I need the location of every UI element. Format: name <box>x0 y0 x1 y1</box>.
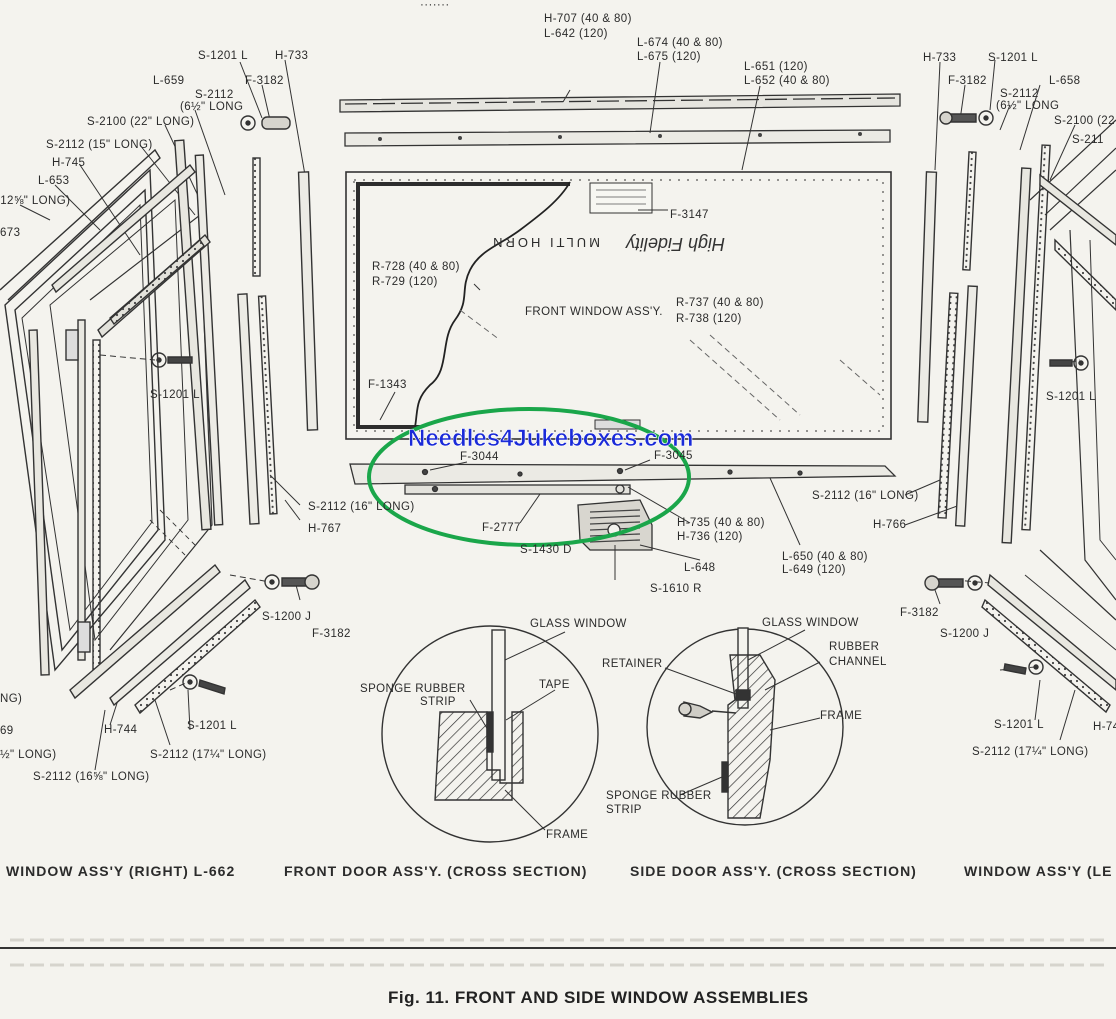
label-l649: L-649 (120) <box>782 564 846 576</box>
label-left-l659: L-659 <box>153 75 184 87</box>
top-hinge-rail <box>339 93 901 147</box>
label-left-s1200j: S-1200 J <box>262 611 311 623</box>
label-front-tape: TAPE <box>539 679 570 691</box>
label-s1610r: S-1610 R <box>650 583 702 595</box>
caption-side-section: SIDE DOOR ASS'Y. (CROSS SECTION) <box>630 863 917 879</box>
side-section-detail <box>646 627 844 826</box>
label-f3045: F-3045 <box>654 450 693 462</box>
label-right-s2100: S-2100 (22 <box>1054 115 1115 127</box>
label-right-h733: H-733 <box>923 52 956 64</box>
label-front-glass: GLASS WINDOW <box>530 618 627 630</box>
label-right-l658: L-658 <box>1049 75 1080 87</box>
label-left-h733: H-733 <box>275 50 308 62</box>
label-r728: R-728 (40 & 80) <box>372 261 460 273</box>
label-l651: L-651 (120) <box>744 61 808 73</box>
label-left-len12: (12⅝" LONG) <box>0 195 70 207</box>
label-right-s2112-16: S-2112 (16" LONG) <box>812 490 919 502</box>
label-left-f3182-bot: F-3182 <box>312 628 351 640</box>
label-left-s2112a-len: (6½" LONG <box>180 101 243 113</box>
label-left-h767: H-767 <box>308 523 341 535</box>
label-l652: L-652 (40 & 80) <box>744 75 830 87</box>
label-right-h766: H-766 <box>873 519 906 531</box>
label-f2777: F-2777 <box>482 522 521 534</box>
caption-front-section: FRONT DOOR ASS'Y. (CROSS SECTION) <box>284 863 587 879</box>
label-right-s1200j: S-1200 J <box>940 628 989 640</box>
label-right-h74: H-74 <box>1093 721 1116 733</box>
label-l675: L-675 (120) <box>637 51 701 63</box>
label-h735: H-735 (40 & 80) <box>677 517 765 529</box>
label-side-strip: STRIP <box>606 804 642 816</box>
label-l674: L-674 (40 & 80) <box>637 37 723 49</box>
label-l642: L-642 (120) <box>544 28 608 40</box>
label-l650: L-650 (40 & 80) <box>782 551 868 563</box>
label-right-s2112a: S-2112 <box>1000 88 1039 100</box>
label-left-h744: H-744 <box>104 724 138 736</box>
label-s1430d: S-1430 D <box>520 544 572 556</box>
label-left-h745: H-745 <box>52 157 85 169</box>
label-left-s2112-15: S-2112 (15" LONG) <box>46 139 153 151</box>
label-right-s1201l-bot: S-1201 L <box>994 719 1044 731</box>
label-left-s2112-16: S-2112 (16" LONG) <box>308 501 415 513</box>
label-left-673: 673 <box>0 227 20 239</box>
label-r738: R-738 (120) <box>676 313 742 325</box>
label-left-l653: L-653 <box>38 175 69 187</box>
front-section-detail <box>381 625 599 843</box>
right-window-assembly <box>917 110 1116 714</box>
watermark-text: Needles4Jukeboxes.com <box>408 425 693 452</box>
label-left-s2112a: S-2112 <box>195 89 234 101</box>
label-f1343: F-1343 <box>368 379 407 391</box>
caption-right-assy: WINDOW ASS'Y (LE <box>964 863 1112 879</box>
label-l648: L-648 <box>684 562 715 574</box>
label-left-s2112-16b: S-2112 (16⅝" LONG) <box>33 771 150 783</box>
label-right-f3182-top: F-3182 <box>948 75 987 87</box>
plate-script: High Fidelity <box>625 234 725 254</box>
section-leaders <box>469 629 821 831</box>
label-side-glass: GLASS WINDOW <box>762 617 859 629</box>
label-h736: H-736 (120) <box>677 531 743 543</box>
bleed-through-text <box>10 938 1110 967</box>
watermark-ring <box>367 407 691 547</box>
bottom-rail <box>349 463 897 495</box>
label-left-f3182-top: F-3182 <box>245 75 284 87</box>
label-right-s1201l-mid: S-1201 L <box>1046 391 1096 403</box>
label-front-strip: STRIP <box>420 696 456 708</box>
label-left-frag-long: ½" LONG) <box>0 749 57 761</box>
label-r729: R-729 (120) <box>372 276 438 288</box>
label-front-window-assy: FRONT WINDOW ASS'Y. <box>525 306 663 318</box>
label-left-s1201l-top: S-1201 L <box>198 50 248 62</box>
left-window-assembly <box>0 115 320 715</box>
label-f3147: F-3147 <box>670 209 709 221</box>
label-side-frame: FRAME <box>820 710 862 722</box>
label-h707: H-707 (40 & 80) <box>544 13 632 25</box>
label-side-channel: CHANNEL <box>829 656 887 668</box>
plate-brand: MULTI HORN <box>490 235 600 250</box>
label-left-s2112-17: S-2112 (17¼" LONG) <box>150 749 267 761</box>
labels: H-707 (40 & 80) L-642 (120) L-674 (40 & … <box>0 13 1116 1007</box>
label-side-rubber: RUBBER <box>829 641 879 653</box>
label-right-s2112a-len: (6½" LONG <box>996 100 1059 112</box>
label-side-sponge: SPONGE RUBBER <box>606 790 712 802</box>
label-r737: R-737 (40 & 80) <box>676 297 764 309</box>
label-f3044: F-3044 <box>460 451 499 463</box>
label-right-s1201l-top: S-1201 L <box>988 52 1038 64</box>
label-plate <box>589 182 653 214</box>
label-right-s2112-17: S-2112 (17¼" LONG) <box>972 746 1089 758</box>
label-front-frame: FRAME <box>546 829 588 841</box>
label-right-f3182-bot: F-3182 <box>900 607 939 619</box>
label-right-s211: S-211 <box>1072 134 1104 146</box>
top-cut-text: ······· <box>420 0 450 11</box>
label-front-sponge: SPONGE RUBBER <box>360 683 466 695</box>
label-left-s1201l-mid: S-1201 L <box>150 389 200 401</box>
label-left-s2100: S-2100 (22" LONG) <box>87 116 194 128</box>
multi-horn-plate: High Fidelity MULTI HORN <box>490 234 725 254</box>
label-left-frag-ng: NG) <box>0 693 22 705</box>
caption-left-assy: WINDOW ASS'Y (RIGHT) L-662 <box>6 863 235 879</box>
figure-caption: Fig. 11. FRONT AND SIDE WINDOW ASSEMBLIE… <box>388 988 809 1007</box>
label-side-retainer: RETAINER <box>602 658 663 670</box>
label-left-frag-69: 69 <box>0 725 14 737</box>
top-frame-holes <box>378 132 862 141</box>
label-left-s1201l-bot: S-1201 L <box>187 720 237 732</box>
front-window-frame <box>345 171 892 440</box>
